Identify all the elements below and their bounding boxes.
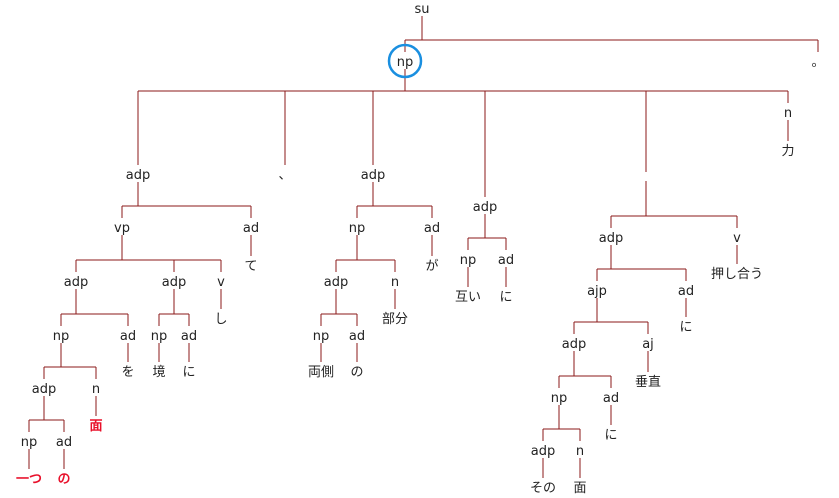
node-ad: ad <box>603 391 619 406</box>
node-n: n <box>391 275 399 290</box>
word-leaf: 部分 <box>382 312 408 327</box>
node-adp: adp <box>324 275 348 290</box>
node-ad: ad <box>678 284 694 299</box>
node-ad: ad <box>349 329 365 344</box>
node-ad: ad <box>181 329 197 344</box>
word-leaf: 互い <box>455 290 481 305</box>
node-adp: adp <box>361 168 385 183</box>
tree-edges <box>28 16 819 478</box>
node-adp: adp <box>473 200 497 215</box>
word-leaf: 両側 <box>308 365 334 380</box>
node-adp: adp <box>531 444 555 459</box>
word-leaf: 境 <box>152 365 165 380</box>
node-n: n <box>92 382 100 397</box>
node-n: n <box>784 106 792 121</box>
word-leaf: て <box>244 259 257 274</box>
word-leaf: に <box>679 320 692 335</box>
node-v: v <box>733 231 741 246</box>
node-np: np <box>460 253 477 268</box>
node-ad: ad <box>56 435 72 450</box>
node-n: n <box>576 444 584 459</box>
word-leaf: に <box>499 290 512 305</box>
node-adp: adp <box>126 168 150 183</box>
node-vp: vp <box>114 221 130 236</box>
node-adp: adp <box>64 275 88 290</box>
node-np: np <box>349 221 366 236</box>
node-adp: adp <box>599 231 623 246</box>
word-leaf: が <box>425 259 438 274</box>
word-leaf: の <box>350 365 363 380</box>
word-leaf: 。 <box>811 55 824 70</box>
node-adp: adp <box>562 337 586 352</box>
word-leaf: 押し合う <box>711 267 763 282</box>
node-su: su <box>414 2 429 17</box>
node-ad: ad <box>424 221 440 236</box>
node-np: np <box>21 435 38 450</box>
word-leaf: を <box>121 365 134 380</box>
word-leaf: 、 <box>278 168 291 183</box>
word-leaf: 面 <box>573 481 586 496</box>
word-leaf: に <box>604 428 617 443</box>
node-np: np <box>313 329 330 344</box>
node-adp: adp <box>32 382 56 397</box>
node-np: np <box>551 391 568 406</box>
word-leaf: 力 <box>781 144 794 159</box>
node-v: v <box>217 275 225 290</box>
node-ad: ad <box>498 253 514 268</box>
focused-node-ring <box>387 43 423 79</box>
word-leaf: 一つ <box>16 472 42 487</box>
node-ajp: ajp <box>587 284 607 299</box>
node-adp: adp <box>162 275 186 290</box>
node-ad: ad <box>243 221 259 236</box>
word-leaf: の <box>57 472 70 487</box>
node-np: np <box>53 329 70 344</box>
word-leaf: し <box>214 312 227 327</box>
word-leaf: に <box>182 365 195 380</box>
word-leaf: 垂直 <box>635 375 661 390</box>
node-np: np <box>397 55 414 70</box>
word-leaf: その <box>530 481 556 496</box>
word-leaf: 面 <box>89 419 102 434</box>
node-ad: ad <box>120 329 136 344</box>
node-aj: aj <box>642 337 654 352</box>
node-np: np <box>151 329 168 344</box>
